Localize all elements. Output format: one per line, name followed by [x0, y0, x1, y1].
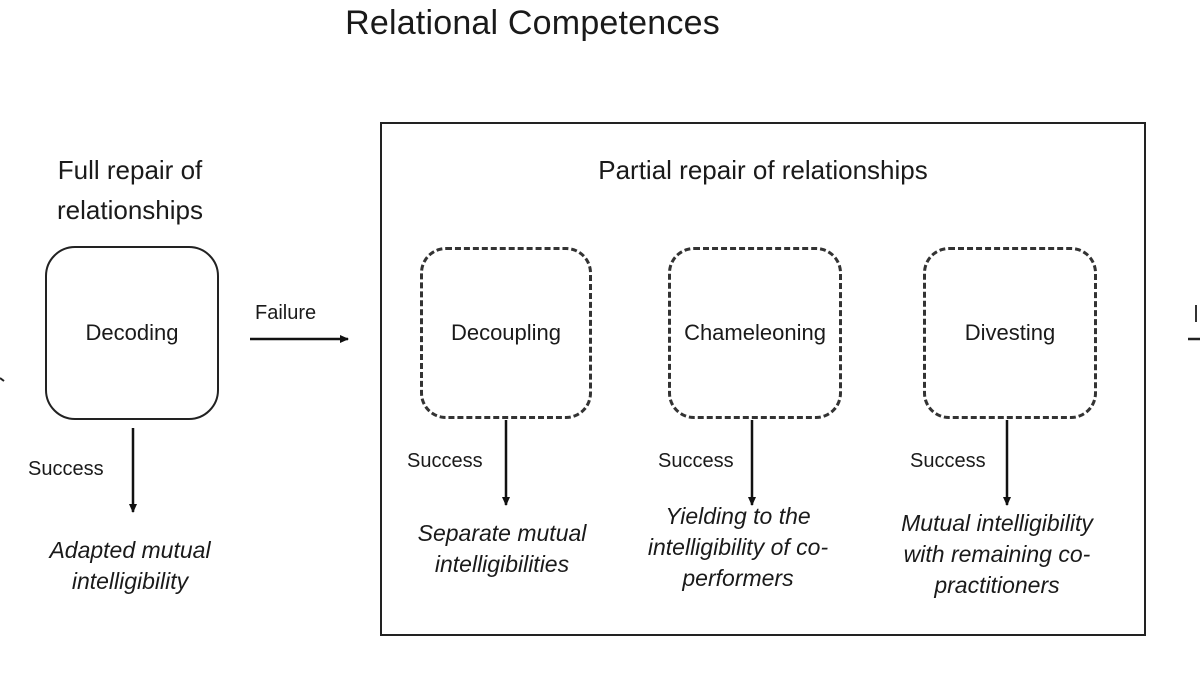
decoding-outcome-line2: intelligibility — [71, 568, 189, 594]
decoupling-box: Decoupling — [420, 247, 592, 419]
divesting-label: Divesting — [964, 320, 1056, 345]
decoding-box: Decoding — [45, 246, 219, 420]
full-repair-heading-line2: relationships — [57, 195, 203, 225]
chameleoning-outcome-line2: intelligibility of co- — [647, 534, 829, 560]
failure-label: Failure — [255, 302, 317, 324]
decoupling-outcome-line1: Separate mutual — [417, 520, 587, 546]
partial-repair-frame — [380, 122, 1146, 636]
decoding-success-label: Success — [28, 458, 104, 480]
decoding-label: Decoding — [85, 320, 179, 345]
chameleoning-success-label: Success — [658, 450, 734, 472]
diagram-title: Relational Competences — [345, 4, 720, 42]
divesting-box: Divesting — [923, 247, 1097, 419]
chameleoning-outcome: Yielding to the intelligibility of co- p… — [618, 501, 858, 594]
divesting-outcome: Mutual intelligibility with remaining co… — [870, 508, 1124, 601]
decoupling-success-label: Success — [407, 450, 483, 472]
decoupling-outcome-line2: intelligibilities — [434, 551, 570, 577]
decoupling-outcome: Separate mutual intelligibilities — [392, 518, 612, 580]
chameleoning-outcome-line3: performers — [682, 565, 794, 591]
partial-repair-heading: Partial repair of relationships — [598, 155, 928, 185]
chameleoning-label: Chameleoning — [684, 320, 826, 345]
divesting-success-label: Success — [910, 450, 986, 472]
decoding-outcome-line1: Adapted mutual — [49, 537, 211, 563]
full-repair-heading-line1: Full repair of — [57, 155, 203, 185]
chameleoning-outcome-line1: Yielding to the — [665, 503, 811, 529]
divesting-outcome-line3: practitioners — [934, 572, 1060, 598]
decoupling-label: Decoupling — [450, 320, 562, 345]
decoding-outcome: Adapted mutual intelligibility — [10, 535, 250, 597]
divesting-outcome-line2: with remaining co- — [903, 541, 1091, 567]
full-repair-heading: Full repair of relationships — [20, 150, 240, 230]
divesting-outcome-line1: Mutual intelligibility — [901, 510, 1093, 536]
left-edge-arrow-stub — [0, 377, 5, 382]
chameleoning-box: Chameleoning — [668, 247, 842, 419]
